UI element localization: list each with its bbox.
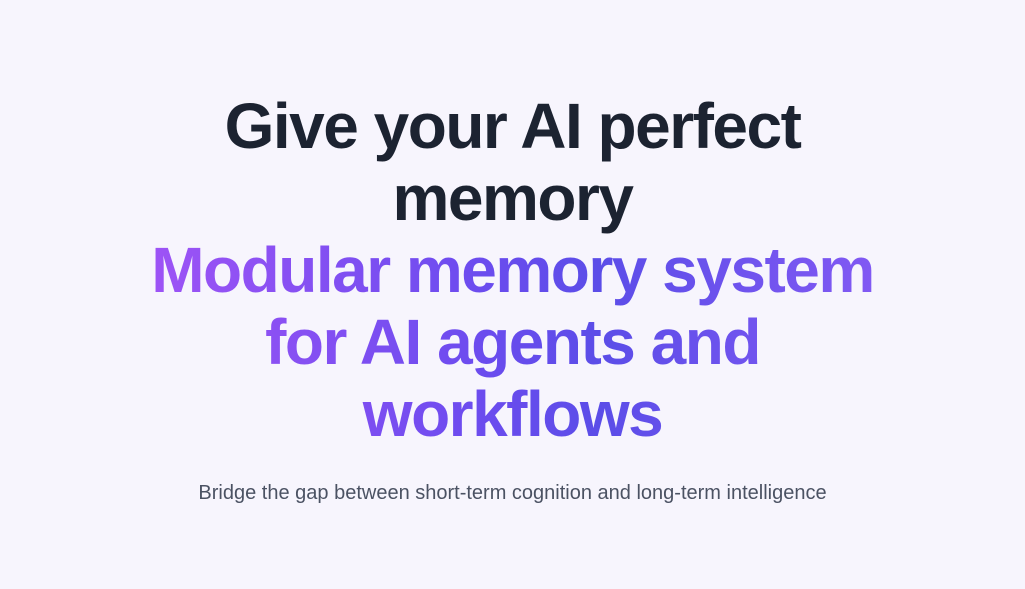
headline-accent-line-3: workflows xyxy=(80,378,945,450)
headline-line-1: Give your AI perfect xyxy=(224,90,802,162)
headline-line-2: memory xyxy=(392,162,635,234)
hero-headline: Give your AI perfect memory Modular memo… xyxy=(0,90,1025,450)
headline-accent-line-2: for AI agents and xyxy=(80,306,945,378)
headline-accent-line-1: Modular memory system xyxy=(80,234,945,306)
hero-subtitle: Bridge the gap between short-term cognit… xyxy=(198,482,827,504)
